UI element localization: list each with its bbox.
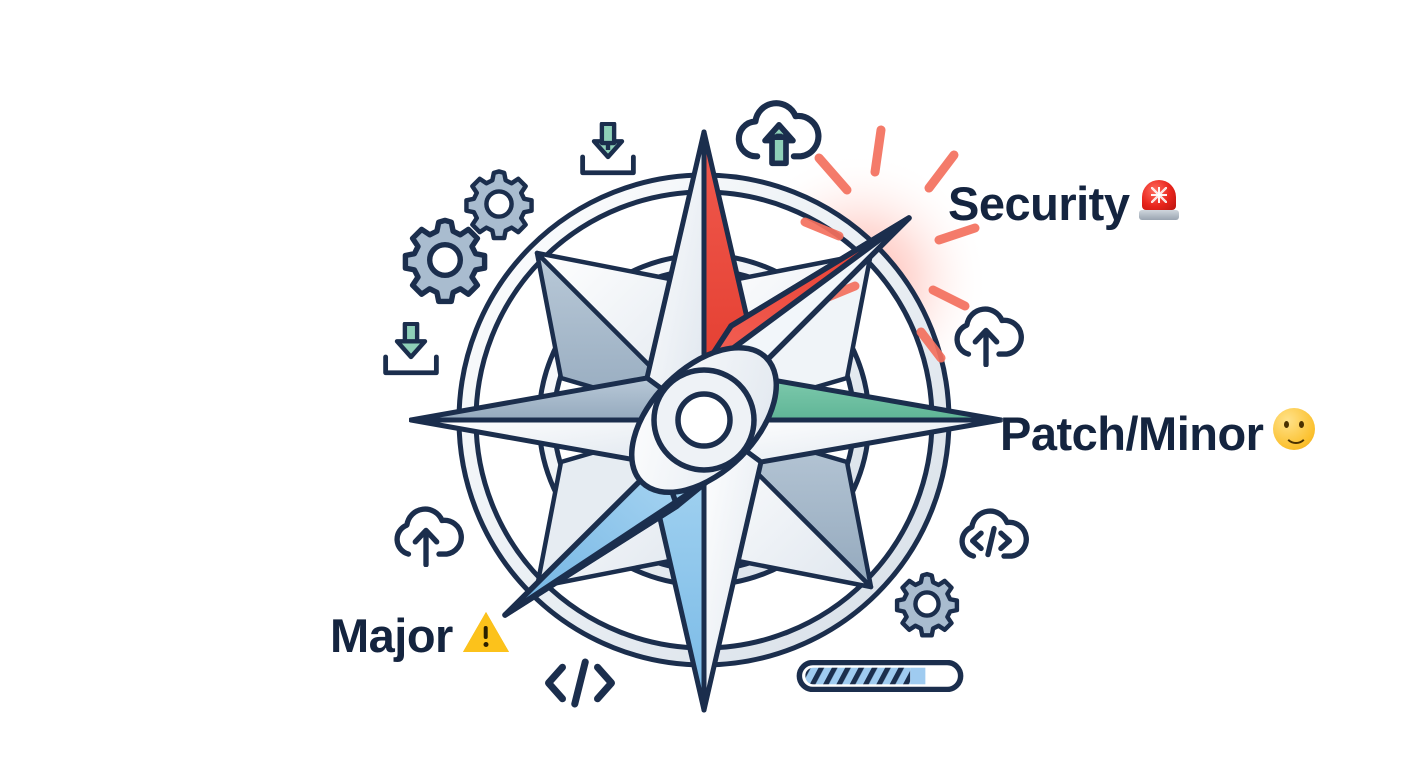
gear-icon bbox=[893, 570, 961, 638]
cloud-code-icon bbox=[949, 505, 1033, 569]
compass-svg bbox=[409, 125, 1004, 713]
security-alert-rays bbox=[800, 125, 980, 363]
compass-hub bbox=[628, 344, 780, 496]
compass-cardinal-points bbox=[409, 129, 1004, 713]
compass-rose bbox=[409, 110, 1009, 730]
gear-icon bbox=[462, 167, 536, 241]
download-icon bbox=[380, 322, 442, 378]
label-security: Security bbox=[948, 176, 1180, 230]
label-patch-minor: Patch/Minor bbox=[1000, 406, 1316, 460]
download-icon bbox=[577, 122, 639, 178]
label-security-text: Security bbox=[948, 176, 1130, 230]
compass-needle bbox=[502, 215, 912, 618]
slightly-smiling-face-icon bbox=[1273, 408, 1316, 458]
cloud-upload-icon bbox=[731, 95, 827, 167]
gear-icon bbox=[400, 215, 490, 305]
progress-bar-icon bbox=[796, 660, 964, 692]
label-major-text: Major bbox=[330, 609, 453, 662]
police-car-light-siren-icon bbox=[1139, 178, 1180, 228]
cloud-upload-icon bbox=[944, 303, 1028, 367]
cloud-upload-icon bbox=[384, 503, 468, 567]
label-patch-minor-text: Patch/Minor bbox=[1000, 406, 1264, 460]
warning-triangle-icon bbox=[462, 612, 509, 659]
code-brackets-icon bbox=[538, 658, 622, 708]
label-major: Major bbox=[330, 612, 509, 659]
